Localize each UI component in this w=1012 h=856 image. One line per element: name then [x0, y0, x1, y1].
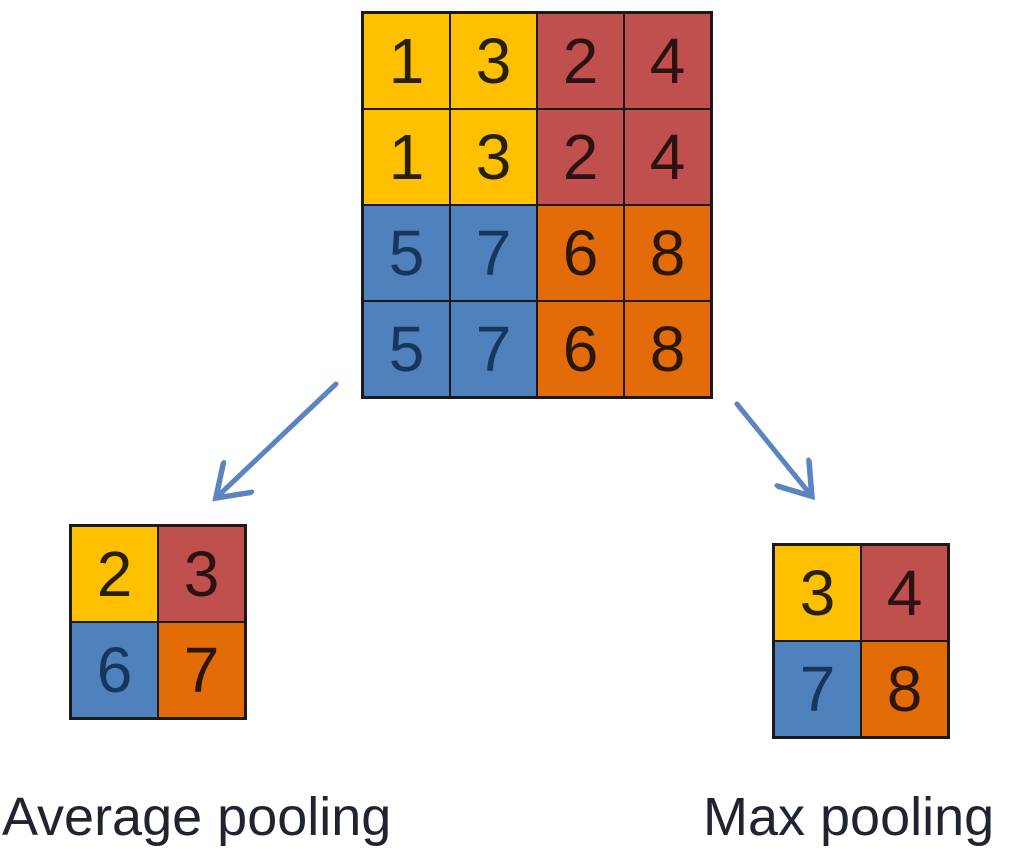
grid-cell-yellow: 3: [450, 109, 537, 205]
grid-cell-yellow: 2: [71, 526, 158, 622]
grid-cell-red: 4: [624, 109, 711, 205]
grid-cell-red: 4: [624, 13, 711, 109]
grid-cell-blue: 5: [363, 205, 450, 301]
average-pooling-label: Average pooling: [2, 787, 392, 847]
grid-cell-blue: 6: [71, 622, 158, 718]
grid-cell-red: 2: [537, 109, 624, 205]
grid-cell-orange: 8: [624, 301, 711, 397]
grid-cell-red: 2: [537, 13, 624, 109]
grid-cell-blue: 7: [450, 301, 537, 397]
grid-cell-yellow: 1: [363, 13, 450, 109]
grid-cell-orange: 7: [158, 622, 245, 718]
grid-cell-blue: 7: [774, 641, 861, 737]
grid-cell-yellow: 3: [774, 545, 861, 641]
arrow-to-max-pooling: [734, 401, 810, 494]
arrow-to-average-pooling: [218, 381, 339, 496]
grid-cell-blue: 7: [450, 205, 537, 301]
grid-cell-yellow: 1: [363, 109, 450, 205]
grid-cell-orange: 8: [861, 641, 948, 737]
grid-cell-yellow: 3: [450, 13, 537, 109]
grid-cell-orange: 6: [537, 205, 624, 301]
grid-cell-red: 3: [158, 526, 245, 622]
grid-cell-blue: 5: [363, 301, 450, 397]
grid-cell-orange: 8: [624, 205, 711, 301]
max-pooling-label: Max pooling: [703, 787, 995, 847]
grid-cell-red: 4: [861, 545, 948, 641]
grid-cell-orange: 6: [537, 301, 624, 397]
